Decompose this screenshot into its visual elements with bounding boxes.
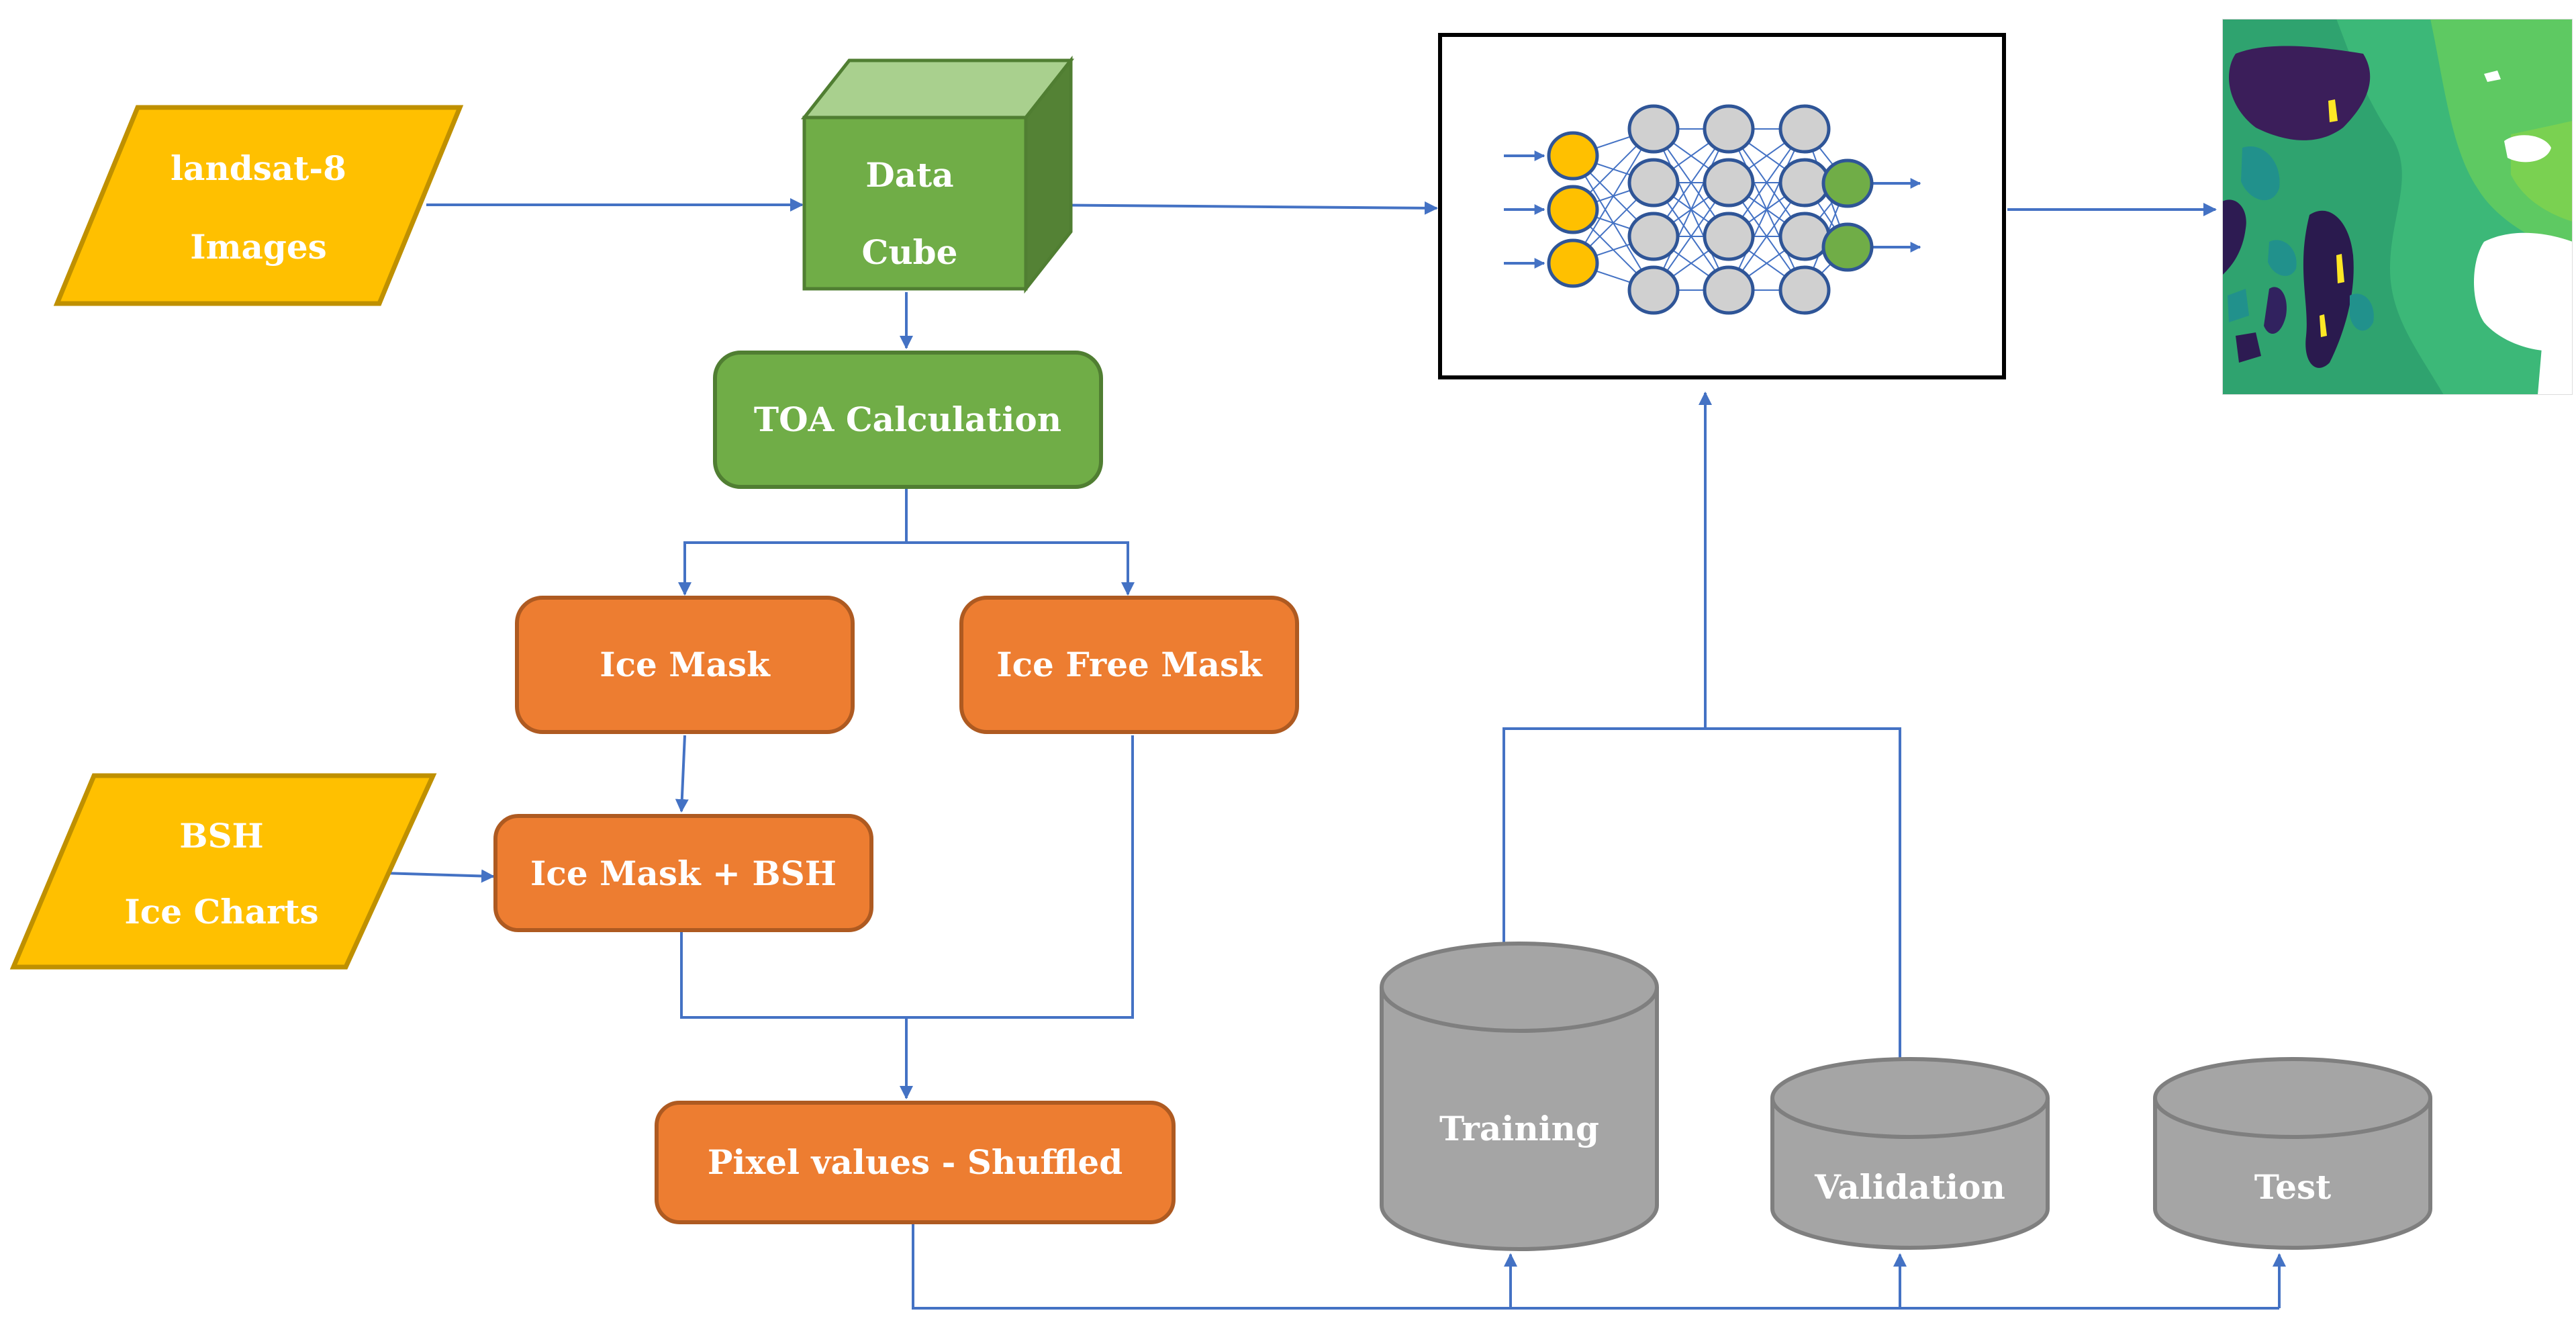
classified-ice-map-image bbox=[2222, 19, 2573, 395]
nn-hidden-node bbox=[1778, 104, 1831, 154]
arrow-training-validation-to-network bbox=[1502, 727, 1901, 1064]
bsh-label-line2: Ice Charts bbox=[124, 892, 318, 931]
nn-hidden-node bbox=[1778, 265, 1831, 315]
nn-output-node bbox=[1821, 222, 1874, 272]
nn-hidden-node bbox=[1627, 158, 1680, 208]
arrow-pixels-to-datasets bbox=[912, 1222, 2279, 1310]
data-cube: Data Cube bbox=[800, 55, 1075, 294]
test-database: Test bbox=[2153, 1057, 2432, 1250]
training-database: Training bbox=[1380, 942, 1659, 1251]
arrow-toa-split bbox=[678, 489, 908, 596]
landsat-label-line1: landsat-8 bbox=[171, 148, 346, 188]
nn-hidden-node bbox=[1703, 104, 1755, 154]
nn-hidden-node bbox=[1703, 212, 1755, 261]
test-label: Test bbox=[2254, 1167, 2332, 1207]
nn-hidden-node bbox=[1627, 212, 1680, 261]
bsh-label-line1: BSH bbox=[179, 816, 264, 856]
nn-input-node bbox=[1547, 238, 1599, 288]
nn-input-node bbox=[1547, 131, 1599, 181]
arrow-cube-to-network bbox=[1027, 201, 1438, 215]
arrow-icemask-to-bsh bbox=[675, 735, 689, 813]
nn-hidden-node bbox=[1778, 158, 1831, 208]
nn-hidden-node bbox=[1778, 212, 1831, 261]
nn-input-node bbox=[1547, 185, 1599, 234]
nn-edge bbox=[1572, 128, 1654, 264]
training-label: Training bbox=[1439, 1109, 1599, 1148]
pixel-values-label: Pixel values - Shuffled bbox=[708, 1142, 1123, 1182]
neural-network-icon bbox=[1438, 33, 2006, 379]
toa-calculation-box: TOA Calculation bbox=[713, 351, 1103, 489]
toa-calculation-label: TOA Calculation bbox=[754, 400, 1061, 439]
ice-mask-label: Ice Mask bbox=[600, 645, 771, 684]
validation-label: Validation bbox=[1814, 1167, 2005, 1207]
ice-mask-bsh-box: Ice Mask + BSH bbox=[493, 814, 873, 932]
ice-free-mask-label: Ice Free Mask bbox=[996, 645, 1263, 684]
nn-edge bbox=[1653, 128, 1729, 291]
ice-mask-box: Ice Mask bbox=[515, 596, 855, 734]
nn-hidden-node bbox=[1703, 265, 1755, 315]
data-cube-label-line1: Data bbox=[865, 155, 953, 195]
arrow-toa-to-icefree bbox=[906, 541, 1135, 596]
bsh-ice-charts-input: BSH Ice Charts bbox=[9, 773, 437, 970]
validation-database: Validation bbox=[1770, 1057, 2050, 1250]
nn-edge bbox=[1728, 128, 1805, 291]
nn-hidden-node bbox=[1703, 158, 1755, 208]
ice-free-mask-box: Ice Free Mask bbox=[959, 596, 1299, 734]
nn-hidden-node bbox=[1627, 104, 1680, 154]
landsat-input: landsat-8 Images bbox=[53, 105, 464, 306]
nn-output-node bbox=[1821, 158, 1874, 208]
landsat-label-line2: Images bbox=[190, 227, 327, 267]
nn-hidden-node bbox=[1627, 265, 1680, 315]
ice-mask-bsh-label: Ice Mask + BSH bbox=[530, 854, 837, 893]
data-cube-label-line2: Cube bbox=[862, 232, 958, 272]
connectors bbox=[382, 198, 2286, 1310]
arrow-bshcharts-to-combined bbox=[382, 869, 495, 883]
pixel-values-box: Pixel values - Shuffled bbox=[655, 1101, 1176, 1224]
